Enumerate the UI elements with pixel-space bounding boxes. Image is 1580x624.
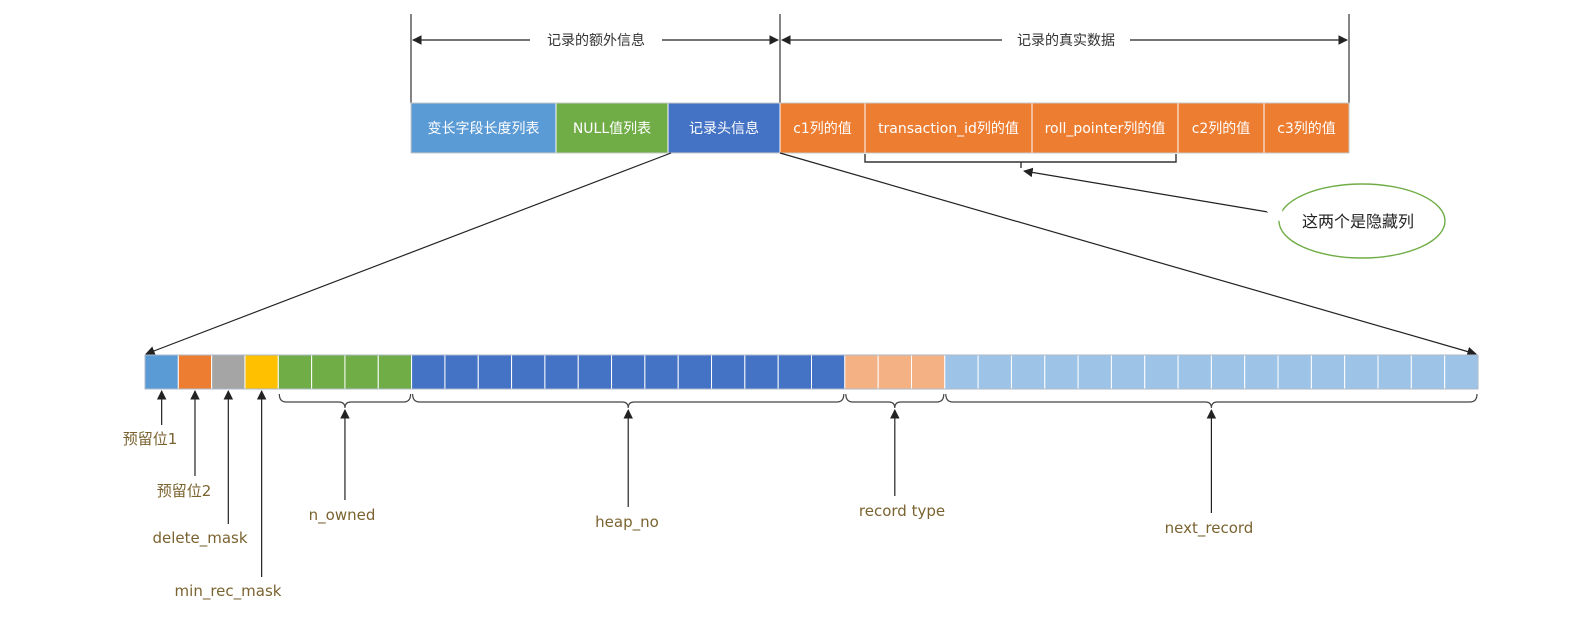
segment-var-len: 变长字段长度列表: [410, 102, 557, 154]
segment-c2: c2列的值: [1177, 102, 1265, 154]
segment-c1-label: c1列的值: [793, 121, 852, 137]
bit-cell-next-record: [1144, 354, 1179, 390]
hidden-columns-callout: 这两个是隐藏列: [1265, 183, 1446, 259]
label-heap-no: heap_no: [595, 513, 659, 532]
bit-group-next-record: [944, 354, 1479, 390]
label-record-type: record type: [859, 502, 945, 520]
segment-roll-pointer-box: [1031, 102, 1179, 154]
label-reserved1: 预留位1: [123, 430, 178, 448]
segment-null-list: NULL值列表: [555, 102, 669, 154]
bit-cell-heap-no: [444, 354, 479, 390]
callout-tail: [1265, 205, 1283, 224]
bit-cell-n-owned: [311, 354, 346, 390]
bit-cell-heap-no: [711, 354, 746, 390]
bit-cell-heap-no: [544, 354, 579, 390]
extra-info-label: 记录的额外信息: [547, 32, 645, 49]
bit-cell-n-owned: [377, 354, 413, 390]
segment-record-header-box: [667, 102, 781, 154]
bit-cell-heap-no: [611, 354, 646, 390]
bit-cell-reserved2: [177, 354, 213, 390]
segment-transaction-id-label: transaction_id列的值: [878, 121, 1019, 137]
zoom-lines: [145, 152, 1477, 357]
bit-cell-heap-no: [477, 354, 513, 390]
bit-cell-heap-no: [577, 354, 613, 390]
bracket-heap-no: [412, 393, 845, 409]
bit-group-labels: 预留位1 预留位2 delete_mask min_rec_mask n_owned he…: [123, 390, 1254, 601]
segment-roll-pointer: roll_pointer列的值: [1031, 102, 1179, 154]
segment-c2-label: c2列的值: [1192, 121, 1251, 137]
bit-cell-next-record: [1244, 354, 1279, 390]
segment-null-list-box: [555, 102, 669, 154]
bit-cell-heap-no: [811, 354, 846, 390]
bit-cell-next-record: [1210, 354, 1246, 390]
bit-cell-record-type: [877, 354, 912, 390]
hidden-columns-bracket: [864, 154, 1269, 213]
bit-cell-next-record: [1044, 354, 1079, 390]
bit-cell-next-record: [1010, 354, 1046, 390]
bit-cell-heap-no: [511, 354, 546, 390]
segment-roll-pointer-label: roll_pointer列的值: [1045, 121, 1166, 137]
segment-transaction-id: transaction_id列的值: [864, 102, 1033, 154]
record-segments: 变长字段长度列表 NULL值列表 记录头信息 c1列的值 transaction_id列…: [410, 102, 1350, 154]
segment-c3-label: c3列的值: [1277, 121, 1336, 137]
bit-cell-n-owned: [277, 354, 313, 390]
label-next-record: next_record: [1165, 519, 1254, 538]
bit-cell-next-record: [1377, 354, 1412, 390]
bit-strip-border: [144, 354, 1479, 390]
bit-cell-min-rec-mask: [244, 354, 279, 390]
segment-null-list-label: NULL值列表: [573, 121, 651, 137]
label-min-rec-mask: min_rec_mask: [175, 582, 282, 601]
bit-cell-delete-mask: [211, 354, 246, 390]
bit-cell-heap-no: [744, 354, 779, 390]
bit-cell-heap-no: [644, 354, 679, 390]
bit-cell-next-record: [1177, 354, 1212, 390]
bracket-n-owned: [278, 393, 412, 409]
bit-group-min-rec-mask: [244, 354, 279, 390]
label-reserved2: 预留位2: [157, 482, 212, 500]
bit-cell-next-record: [1077, 354, 1112, 390]
hidden-columns-note: 这两个是隐藏列: [1302, 212, 1414, 231]
bit-cell-heap-no: [777, 354, 812, 390]
real-data-label: 记录的真实数据: [1017, 33, 1115, 49]
bit-group-delete-mask: [211, 354, 246, 390]
bit-cell-next-record: [1110, 354, 1146, 390]
bit-group-reserved1: [144, 354, 179, 390]
bit-cell-n-owned: [344, 354, 379, 390]
bit-group-record-type: [844, 354, 946, 390]
label-delete-mask: delete_mask: [152, 529, 247, 548]
bit-cell-heap-no: [677, 354, 713, 390]
bit-cell-record-type: [910, 354, 946, 390]
segment-c1-box: [779, 102, 866, 154]
bit-group-n-owned: [277, 354, 413, 390]
bit-cell-record-type: [844, 354, 879, 390]
bit-cell-next-record: [1344, 354, 1379, 390]
bit-cell-next-record: [1444, 354, 1479, 390]
bit-cell-next-record: [977, 354, 1012, 390]
bracket-next-record: [945, 393, 1478, 409]
segment-transaction-id-box: [864, 102, 1033, 154]
segment-c1: c1列的值: [779, 102, 866, 154]
segment-var-len-label: 变长字段长度列表: [428, 121, 540, 137]
segment-record-header: 记录头信息: [667, 102, 781, 154]
bit-cell-next-record: [1310, 354, 1346, 390]
bit-cell-heap-no: [411, 354, 446, 390]
hidden-columns-arrow: [1023, 167, 1269, 213]
bit-cell-next-record: [1277, 354, 1312, 390]
record-bar-border: [410, 102, 1350, 154]
segment-record-header-label: 记录头信息: [689, 120, 759, 137]
bit-cell-next-record: [1410, 354, 1446, 390]
label-n-owned: n_owned: [309, 506, 376, 525]
segment-c3: c3列的值: [1263, 102, 1350, 154]
bit-cell-reserved1: [144, 354, 179, 390]
bit-group-heap-no: [411, 354, 846, 390]
callout-bubble: [1278, 183, 1446, 259]
bracket-record-type: [845, 393, 945, 409]
header-bit-layout: [144, 354, 1479, 390]
bit-group-brackets: [278, 393, 1478, 409]
bit-cell-next-record: [944, 354, 979, 390]
top-span-guides: 记录的额外信息 记录的真实数据: [410, 14, 1350, 104]
bit-group-reserved2: [177, 354, 213, 390]
